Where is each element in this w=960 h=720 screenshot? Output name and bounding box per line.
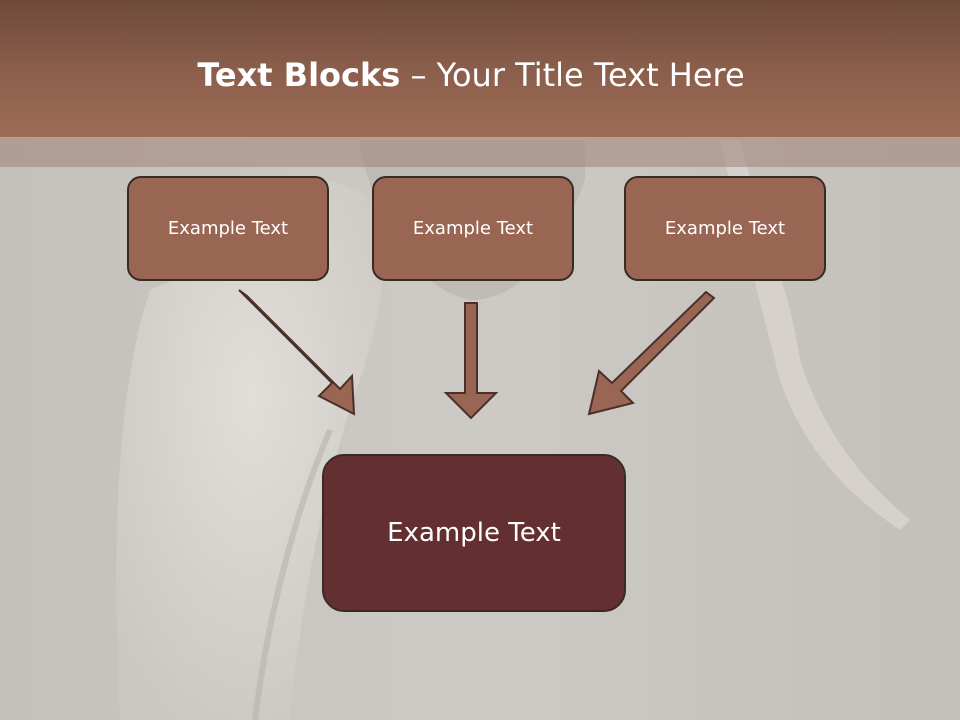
text-block-left-label: Example Text <box>167 218 289 239</box>
text-block-main[interactable]: Example Text <box>322 454 626 612</box>
title-bar <box>0 0 960 137</box>
arrow-left-diagonal <box>238 289 356 416</box>
arrow-center-down <box>443 302 499 420</box>
text-block-center-label: Example Text <box>412 218 534 239</box>
slide-title: Text Blocks – Your Title Text Here <box>0 52 942 98</box>
text-block-left[interactable]: Example Text <box>127 176 329 281</box>
title-strip <box>0 137 960 167</box>
text-block-center[interactable]: Example Text <box>372 176 574 281</box>
title-bold: Text Blocks <box>197 56 401 94</box>
text-block-right-label: Example Text <box>664 218 786 239</box>
text-block-main-label: Example Text <box>387 518 561 548</box>
title-rest: – Your Title Text Here <box>400 56 745 94</box>
arrow-right-diagonal <box>587 290 716 416</box>
text-block-right[interactable]: Example Text <box>624 176 826 281</box>
